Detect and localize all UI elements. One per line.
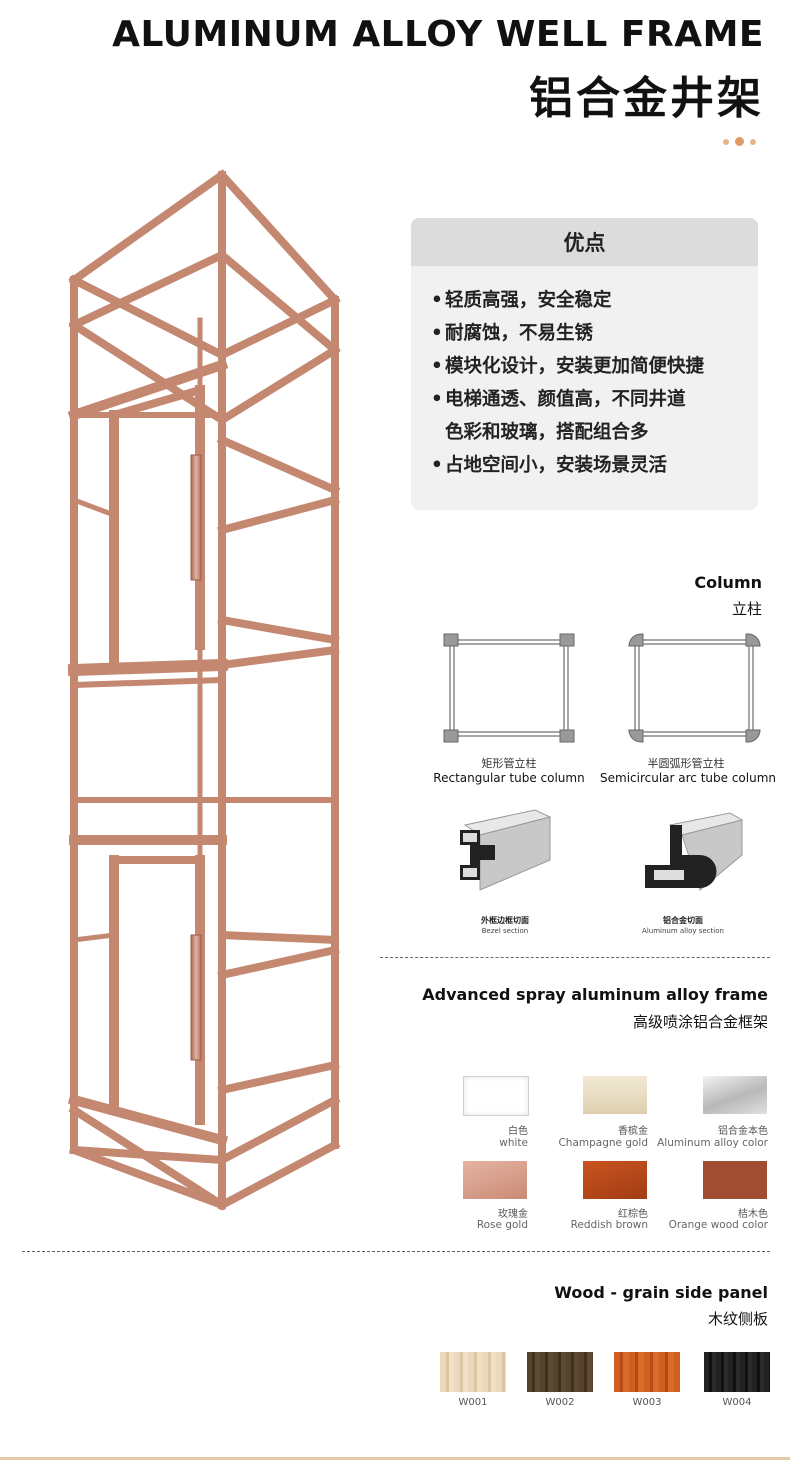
- semicircular-tube-diagram: [627, 632, 762, 744]
- arc-column-caption-cn: 半圆弧形管立柱: [647, 757, 725, 770]
- swatch-caption-cn: 铝合金本色: [718, 1126, 768, 1137]
- wood-code-label: W004: [722, 1397, 752, 1408]
- list-item: •耐腐蚀，不易生锈: [431, 317, 758, 350]
- wood-code-label: W002: [545, 1397, 575, 1408]
- rect-column-caption-en: Rectangular tube column: [433, 771, 585, 785]
- swatch-caption-en: Rose gold: [476, 1219, 528, 1231]
- swatch-caption-cn: 玫瑰金: [498, 1209, 528, 1220]
- spray-frame-title-cn: 高级喷涂铝合金框架: [632, 1013, 768, 1031]
- bullet-icon: •: [431, 290, 443, 311]
- list-item: •模块化设计，安装更加简便快捷: [431, 350, 758, 383]
- wood-swatch-w003: [614, 1352, 680, 1392]
- bezel-caption-cn: 外框边框切面: [481, 916, 529, 925]
- list-item: •占地空间小，安装场景灵活: [431, 449, 758, 482]
- wood-panel-title-en: Wood - grain side panel: [554, 1283, 768, 1302]
- swatch-reddish-brown: [583, 1161, 647, 1199]
- bullet-icon: •: [431, 323, 443, 344]
- swatch-rose-gold: [463, 1161, 527, 1199]
- dashed-divider: [380, 957, 770, 958]
- decorative-dots: [723, 137, 756, 146]
- aluminum-caption-en: Aluminum alloy section: [642, 927, 724, 935]
- swatch-caption-en: Reddish brown: [570, 1219, 648, 1231]
- aluminum-section-image: [640, 810, 745, 895]
- wood-swatch-w001: [440, 1352, 506, 1392]
- advantages-card: 优点 •轻质高强，安全稳定 •耐腐蚀，不易生锈 •模块化设计，安装更加简便快捷 …: [411, 218, 758, 510]
- list-item: •电梯通透、颜值高，不同井道: [431, 383, 758, 416]
- bezel-section-image: [455, 805, 555, 895]
- swatch-caption-cn: 白色: [508, 1126, 528, 1137]
- elevator-frame-illustration: [50, 160, 370, 1220]
- swatch-aluminum: [703, 1076, 767, 1114]
- swatch-caption-en: Champagne gold: [558, 1137, 648, 1149]
- advantages-heading: 优点: [411, 218, 758, 266]
- page-title-cn: 铝合金井架: [529, 73, 764, 124]
- wood-panel-title-cn: 木纹侧板: [707, 1310, 768, 1328]
- swatch-champagne-gold: [583, 1076, 647, 1114]
- dashed-divider: [22, 1251, 770, 1252]
- rect-column-caption-cn: 矩形管立柱: [481, 757, 537, 770]
- wood-code-label: W001: [458, 1397, 488, 1408]
- swatch-caption-en: Aluminum alloy color: [657, 1137, 768, 1149]
- page-title-en: ALUMINUM ALLOY WELL FRAME: [112, 14, 764, 55]
- wood-swatch-w004: [704, 1352, 770, 1392]
- swatch-caption-en: Orange wood color: [668, 1219, 768, 1231]
- bullet-icon: •: [431, 389, 443, 410]
- rectangular-tube-diagram: [440, 632, 578, 744]
- elevator-frame-drawing: [67, 169, 341, 1211]
- swatch-orange-wood: [703, 1161, 767, 1199]
- swatch-white: [463, 1076, 529, 1116]
- dot-icon: [723, 138, 729, 145]
- bottom-accent-line: [0, 1457, 790, 1460]
- list-item: •轻质高强，安全稳定: [431, 284, 758, 317]
- dot-icon: [750, 138, 756, 145]
- dot-icon: [735, 137, 744, 146]
- arc-column-caption-en: Semicircular arc tube column: [600, 771, 776, 785]
- column-title-cn: 立柱: [731, 600, 762, 618]
- swatch-caption-cn: 红棕色: [618, 1209, 648, 1220]
- swatch-caption-cn: 香槟金: [618, 1126, 648, 1137]
- bullet-icon: •: [431, 356, 443, 377]
- swatch-caption-cn: 桔木色: [738, 1209, 768, 1220]
- swatch-caption-en: white: [499, 1137, 528, 1149]
- list-item: 色彩和玻璃，搭配组合多: [445, 422, 649, 443]
- advantages-list: •轻质高强，安全稳定 •耐腐蚀，不易生锈 •模块化设计，安装更加简便快捷 •电梯…: [411, 266, 758, 482]
- column-title-en: Column: [694, 573, 762, 592]
- wood-code-label: W003: [632, 1397, 662, 1408]
- bezel-caption-en: Bezel section: [481, 927, 529, 935]
- bullet-icon: •: [431, 455, 443, 476]
- spray-frame-title-en: Advanced spray aluminum alloy frame: [422, 985, 768, 1004]
- wood-swatch-w002: [527, 1352, 593, 1392]
- aluminum-caption-cn: 铝合金切面: [663, 916, 703, 925]
